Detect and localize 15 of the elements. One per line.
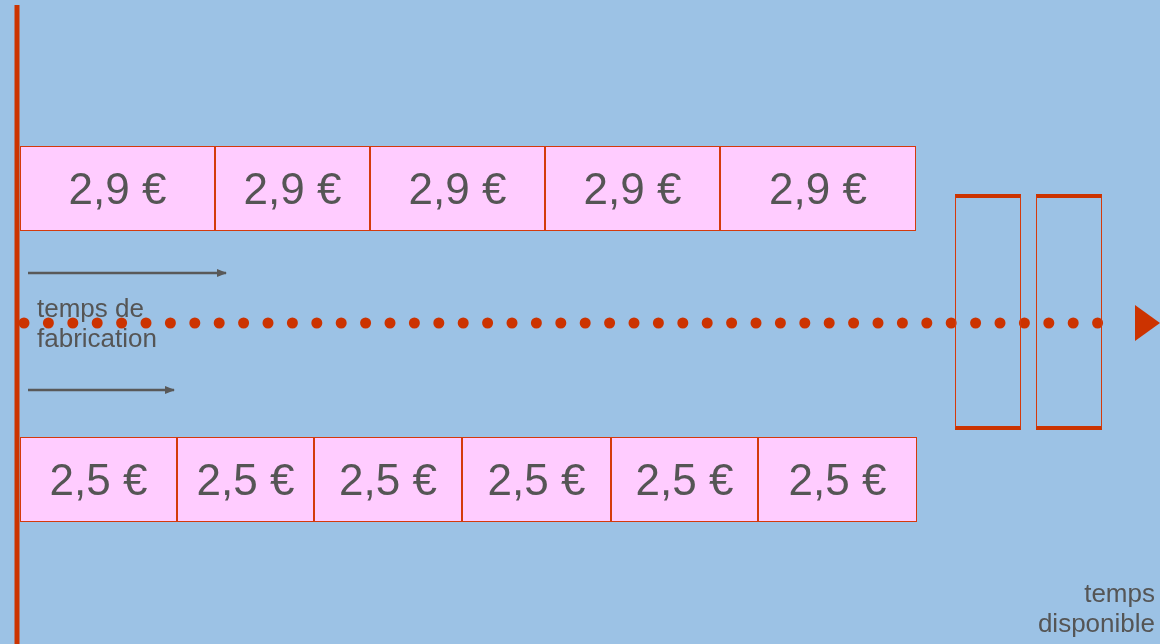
- price-box: 2,9 €: [20, 146, 215, 231]
- price-box: 2,9 €: [720, 146, 916, 231]
- price-box: 2,5 €: [758, 437, 917, 522]
- price-box: 2,5 €: [462, 437, 611, 522]
- empty-box: [955, 194, 1021, 430]
- price-box: 2,5 €: [20, 437, 177, 522]
- price-box: 2,9 €: [545, 146, 720, 231]
- price-box: 2,5 €: [314, 437, 462, 522]
- price-box: 2,5 €: [611, 437, 758, 522]
- axis-label: temps disponible: [1036, 578, 1155, 638]
- price-box: 2,5 €: [177, 437, 314, 522]
- empty-box: [1036, 194, 1102, 430]
- price-box: 2,9 €: [370, 146, 545, 231]
- axis-label: temps de fabrication: [37, 293, 158, 353]
- price-box: 2,9 €: [215, 146, 370, 231]
